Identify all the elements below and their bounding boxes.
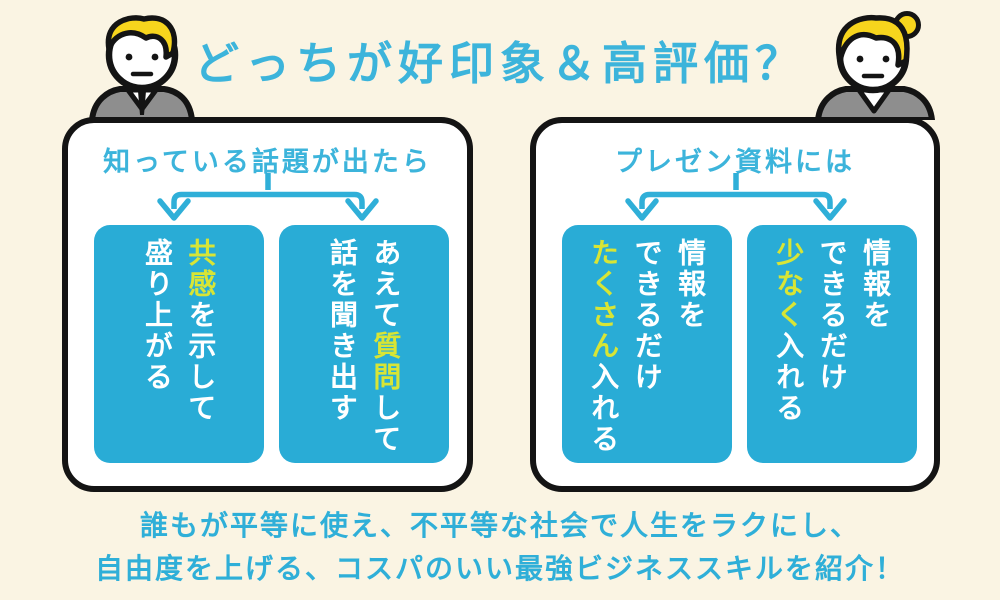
page-title: どっちが好印象＆高評価？ bbox=[193, 37, 806, 90]
man-left-eye bbox=[125, 53, 133, 61]
man-tie bbox=[138, 91, 146, 115]
vertical-text: 情報を できるだけ たくさん入れる bbox=[587, 238, 708, 455]
option-card-question: あえて質問して 話を聞き出す bbox=[279, 225, 449, 463]
option-card-empathy: 共感を示して 盛り上がる bbox=[94, 225, 264, 463]
arrowhead-right bbox=[813, 198, 847, 221]
woman-hair bbox=[835, 14, 910, 68]
left-box-header: 知っている話題が出たら bbox=[103, 147, 432, 178]
arrow-bar bbox=[171, 191, 365, 209]
arrowhead-left bbox=[625, 198, 659, 221]
right-comparison-card: プレゼン資料には 情報を できるだけ たくさん入れる 情報を できるだけ 少なく… bbox=[530, 117, 940, 492]
vertical-text: あえて質問して 話を聞き出す bbox=[326, 238, 403, 455]
footer-caption-line1: 誰もが平等に使え、不平等な社会で人生をラクにし、 bbox=[139, 509, 860, 542]
branch-arrow-right bbox=[625, 173, 847, 221]
businessman-illustration bbox=[89, 15, 195, 120]
arrowhead-right bbox=[345, 198, 379, 221]
vertical-text: 共感を示して 盛り上がる bbox=[141, 238, 218, 424]
option-card-lots-of-info: 情報を できるだけ たくさん入れる bbox=[562, 225, 732, 463]
arrow-bar bbox=[639, 191, 833, 209]
businesswoman-illustration bbox=[815, 11, 935, 120]
footer-caption-line2: 自由度を上げる、コスパのいい最強ビジネススキルを紹介！ bbox=[94, 552, 905, 585]
woman-right-eye bbox=[882, 55, 890, 63]
option-card-little-info: 情報を できるだけ 少なく入れる bbox=[747, 225, 917, 463]
branch-arrow-left bbox=[157, 173, 379, 221]
woman-left-eye bbox=[856, 55, 864, 63]
man-hair bbox=[105, 15, 178, 60]
vertical-text: 情報を できるだけ 少なく入れる bbox=[772, 238, 893, 424]
right-box-header: プレゼン資料には bbox=[615, 147, 855, 178]
arrowhead-left bbox=[157, 198, 191, 221]
man-right-eye bbox=[151, 53, 159, 61]
left-comparison-card: 知っている話題が出たら 共感を示して 盛り上がる あえて質問して 話を聞き出す bbox=[62, 117, 473, 492]
